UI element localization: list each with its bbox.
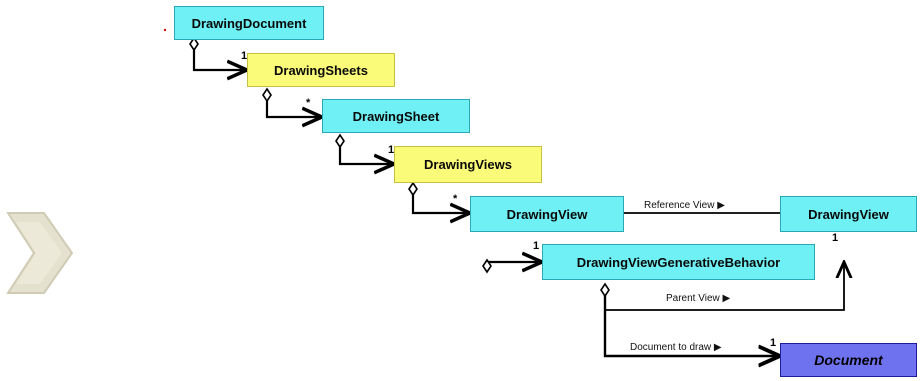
right-arrow-icon[interactable] xyxy=(6,212,74,294)
class-drawing-sheet[interactable]: DrawingSheet xyxy=(322,99,470,133)
aggregation-diamond xyxy=(482,258,492,274)
multiplicity-sheet: * xyxy=(306,97,311,109)
class-drawing-sheets[interactable]: DrawingSheets xyxy=(247,53,395,87)
aggregation-diamond xyxy=(335,133,345,149)
class-drawing-views[interactable]: DrawingViews xyxy=(394,146,542,183)
composition-link-sheets xyxy=(192,46,247,70)
multiplicity-ref-view: 1 xyxy=(832,232,839,244)
multiplicity-sheets: 1 xyxy=(241,50,248,62)
class-document[interactable]: Document xyxy=(780,343,917,377)
class-drawing-view[interactable]: DrawingView xyxy=(470,196,624,232)
aggregation-diamond xyxy=(189,36,199,52)
class-drawing-document[interactable]: DrawingDocument xyxy=(174,6,324,40)
label-reference-view: Reference View ▶ xyxy=(644,200,725,211)
label-parent-view: Parent View ▶ xyxy=(666,293,731,304)
composition-link-behavior xyxy=(485,262,542,268)
multiplicity-document: 1 xyxy=(770,337,777,349)
multiplicity-view: * xyxy=(453,193,458,205)
aggregation-diamond xyxy=(600,282,610,298)
red-dot xyxy=(163,28,167,32)
composition-link-views xyxy=(338,143,394,164)
aggregation-diamond xyxy=(408,181,418,197)
document-to-draw-link xyxy=(603,292,780,356)
class-generative-behavior[interactable]: DrawingViewGenerativeBehavior xyxy=(542,244,815,280)
class-drawing-view-reference[interactable]: DrawingView xyxy=(780,196,917,232)
aggregation-diamond xyxy=(262,87,272,103)
composition-link-view xyxy=(411,191,470,213)
multiplicity-views: 1 xyxy=(388,144,395,156)
label-document-to-draw: Document to draw ▶ xyxy=(630,342,722,353)
multiplicity-behavior: 1 xyxy=(533,240,540,252)
composition-link-sheet xyxy=(265,97,322,117)
